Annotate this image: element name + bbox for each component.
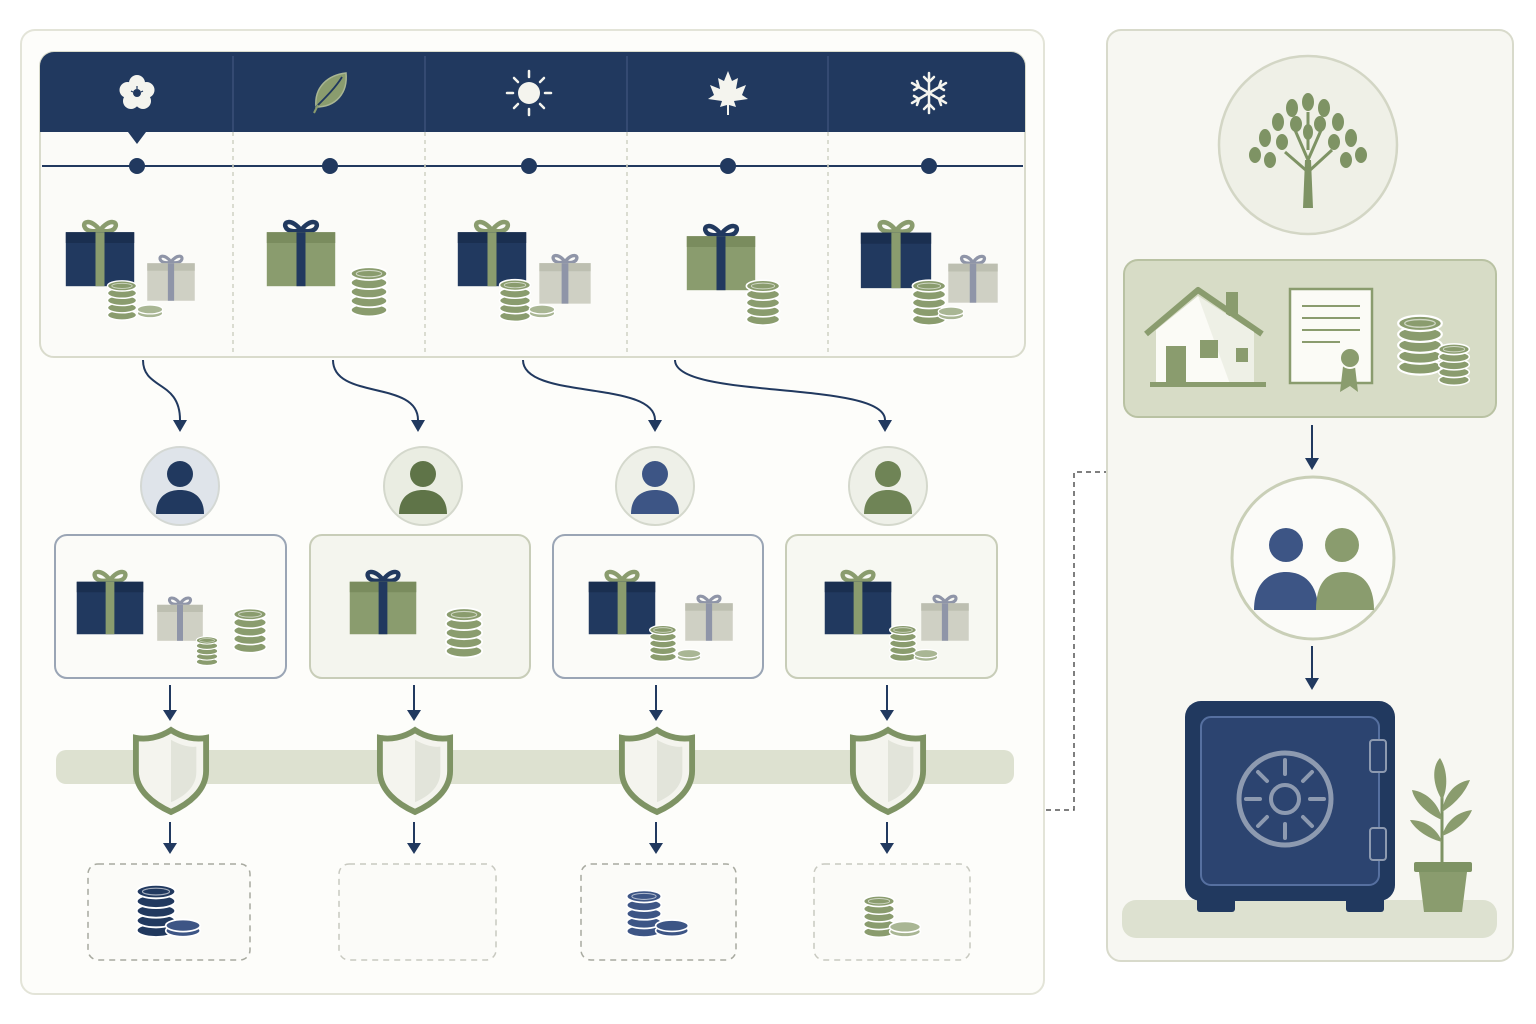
shield-to-outcome-arrows <box>169 822 888 846</box>
column-dividers <box>232 132 829 355</box>
certificate-icon <box>1288 287 1374 392</box>
estate-assets <box>1123 259 1497 418</box>
arrowheads-top <box>173 420 892 432</box>
box-to-shield-arrows <box>169 685 888 712</box>
family-tree-icon <box>1217 54 1399 236</box>
outcome-3 <box>580 863 737 961</box>
outcome-2-empty <box>338 863 497 961</box>
recipient-gifts-3 <box>552 534 764 679</box>
potted-plant-icon <box>1410 758 1472 912</box>
estate-link-line <box>1046 471 1106 811</box>
recipient-gifts-4 <box>785 534 998 679</box>
recipient-1 <box>140 446 220 526</box>
blossom-icon <box>119 75 155 109</box>
season-table <box>39 51 1026 358</box>
recipient-2 <box>383 446 463 526</box>
recipient-gifts-2 <box>309 534 531 679</box>
recipient-gifts-1 <box>54 534 287 679</box>
leaf-icon <box>313 72 347 114</box>
recipient-4 <box>848 446 928 526</box>
outcome-1 <box>87 863 251 961</box>
family-icon <box>1230 475 1396 641</box>
protection-track <box>56 750 1014 784</box>
header-dividers <box>232 56 829 132</box>
active-season-pointer <box>128 132 146 144</box>
safe-icon <box>1185 701 1395 912</box>
maple-leaf-icon <box>708 71 748 115</box>
timeline-dots <box>129 158 937 174</box>
coin-stack-icon <box>1397 314 1443 376</box>
sun-icon <box>505 69 553 117</box>
outcome-4 <box>813 863 971 961</box>
snowflake-icon <box>910 71 948 115</box>
season-to-recipient-arrows <box>142 359 886 421</box>
recipient-3 <box>615 446 695 526</box>
house-icon <box>1144 287 1266 387</box>
